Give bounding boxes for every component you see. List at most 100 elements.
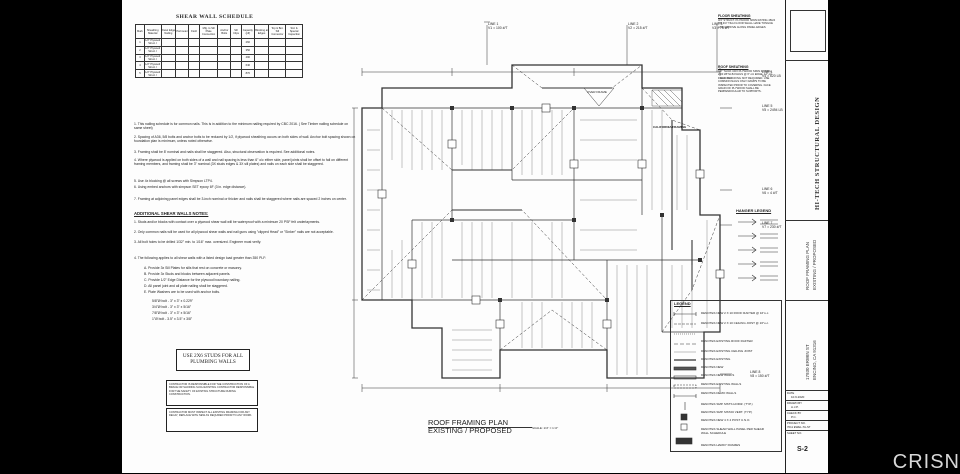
firm-logo-box: [790, 10, 826, 52]
schedule-cell: [188, 69, 200, 78]
schedule-mark: 4: [135, 61, 145, 71]
schedule-cell: [198, 53, 219, 63]
schedule-cell: [188, 38, 200, 47]
note-4: 4. Where plywood is applied on both side…: [134, 158, 349, 167]
note-3: 3. Framing shall be 8' nominal and nails…: [134, 150, 316, 154]
additional-note-3: 3. All bolt holes to be drilled 1/32" mi…: [134, 240, 262, 244]
date-value: 10.9.2020: [791, 395, 805, 399]
header-cell: Capacity (plf): [240, 24, 255, 39]
plan-scale: SCALE: 1/4" = 1'-0": [532, 426, 559, 430]
legend-item: DENOTES EXISTING WALLS: [701, 382, 742, 386]
schedule-material: 1/2" Plywood Struct. I: [143, 53, 162, 63]
legend-item: DENOTES HARDY FRAMES: [701, 443, 741, 447]
header-cell: Mfg. to Sill Plate Connection: [198, 24, 219, 39]
hanger-legend-title: HANGER LEGEND: [736, 208, 772, 213]
schedule-cell: [230, 53, 242, 63]
schedule-material: 1/2" Plywood Struct. I: [143, 38, 162, 47]
schedule-row: 2 1/2" Plywood Struct. I 350: [135, 45, 303, 55]
legend-item: DENOTES EXISTING ROOF RAFTER: [701, 339, 753, 343]
watermark-text: CRISN: [892, 451, 960, 473]
schedule-mark: 2: [135, 45, 145, 55]
title-block-border: [785, 0, 786, 473]
plumbing-note-box: USE 2X6 STUDS FOR ALL PLUMBING WALLS: [176, 349, 250, 371]
schedule-capacity: 260: [240, 38, 255, 47]
bolt-washer-1: 5/8"Ø bolt - 3" x 3" x 0.229": [152, 299, 194, 303]
line-5-label: LINE 5: [762, 104, 773, 108]
schedule-cell: [253, 38, 270, 47]
schedule-row: 4 1/2" Plywood Struct. I 640: [135, 61, 303, 71]
firm-name: HI-TECH STRUCTURAL DESIGN: [814, 96, 821, 210]
header-cell: Std. & Special Inspection: [285, 24, 303, 39]
schedule-mark: 1: [135, 38, 145, 47]
legend-box: [670, 300, 782, 452]
contractor-note-box-1: CONTRACTOR IS RESPONSIBLE FOR THE CONSTR…: [166, 380, 258, 406]
line-1-value: V1 = 100 #/T: [488, 26, 508, 30]
additional-note-4: 4. The following applies to all shear wa…: [134, 256, 267, 260]
additional-sub-c: C. Provide 1/2" Edge Distance for the pl…: [144, 278, 241, 282]
shear-wall-schedule-table: Mark Sheathing Material Panel Edge Naili…: [135, 24, 303, 78]
legend-item: DENOTES SMP. MSTA6 VERT. (TYP.): [701, 410, 753, 414]
schedule-cell: [268, 69, 287, 78]
schedule-row: 3 1/2" Plywood Struct. I 490: [135, 53, 303, 63]
legend-item: DENOTES NEW 2 X 10 CEILING JOIST @ 16"o.…: [701, 321, 769, 325]
plan-title: ROOF FRAMING PLAN: [428, 418, 509, 427]
additional-note-2: 2. Only common nails will be used for al…: [134, 230, 334, 234]
bolt-washer-4: 1"Ø bolt - 3.5" x 3.5" x 3/8": [152, 317, 193, 321]
schedule-cell: [175, 38, 190, 47]
line-2-value: V2 = 215 #/T: [628, 26, 648, 30]
header-cell: Blocking at Edges: [253, 24, 270, 39]
floor-sheathing-title: FLOOR SHEATHING: [718, 14, 751, 18]
schedule-material: 1/2" Plywood Struct. I: [143, 69, 162, 78]
header-cell: Perimeter: [175, 24, 190, 39]
bolt-washer-2: 3/4"Ø bolt - 3" x 3" x 5/16": [152, 305, 192, 309]
header-cell: Mark: [135, 24, 145, 39]
project-subtitle: EXISTING / PROPOSED: [812, 239, 817, 290]
divider: [785, 430, 828, 431]
additional-sub-e: E. Plate Washers are to be used with anc…: [144, 290, 221, 294]
schedule-cell: [160, 61, 177, 71]
schedule-cell: [188, 61, 200, 71]
divider: [785, 410, 828, 411]
note-6: 6. Using embed anchors with simpson SET …: [134, 185, 247, 189]
schedule-cell: [175, 53, 190, 63]
schedule-cell: [230, 61, 242, 71]
schedule-capacity: 490: [240, 53, 255, 63]
over-frame-label: OVER FRAME: [587, 90, 607, 94]
drawn-by-label: DRAWN BY: [787, 401, 802, 405]
check-by-value: P.C.: [791, 415, 797, 419]
schedule-capacity: 870: [240, 69, 255, 78]
drawing-sheet: SHEAR WALL SCHEDULE Mark Sheathing Mater…: [122, 0, 828, 473]
hanger-legend-symbols: [738, 218, 778, 282]
divider: [785, 300, 828, 301]
schedule-cell: [285, 69, 303, 78]
line-1-label: LINE 1: [488, 22, 499, 26]
roof-framing-plan-drawing: [352, 21, 732, 392]
legend-item: DENOTES SMP. MSTS HORIZ. (TYP.): [701, 402, 753, 406]
legend-item: DENOTES NEW WALLS: [701, 373, 735, 377]
sheet-no-label: SHEET NO.: [787, 431, 803, 435]
schedule-cell: [268, 61, 287, 71]
contractor-note-2: CONTRACTOR MUST INSPECT ALL EXISTING FRA…: [169, 411, 253, 418]
line-8-value: V8 = 150 #/T: [750, 374, 770, 378]
additional-notes-title: ADDITIONAL SHEAR WALLS NOTES:: [134, 211, 209, 216]
legend-item: DENOTES NEW: [701, 365, 724, 369]
legend-item: DENOTES DEMO WALLS: [701, 391, 737, 395]
drawn-by-value: A.J.P.: [791, 405, 799, 409]
schedule-cell: [230, 38, 242, 47]
line-6-label: LINE 6: [762, 187, 773, 191]
schedule-material: 1/2" Plywood Struct. I: [143, 45, 162, 55]
schedule-cell: [285, 38, 303, 47]
schedule-cell: [198, 38, 219, 47]
schedule-cell: [268, 53, 287, 63]
divider: [785, 220, 828, 221]
schedule-cell: [188, 45, 200, 55]
schedule-cell: [285, 61, 303, 71]
schedule-mark: 5: [135, 69, 145, 78]
plumbing-note: USE 2X6 STUDS FOR ALL PLUMBING WALLS: [182, 353, 244, 366]
project-no-label: PROJECT NO.: [787, 421, 806, 425]
title-block-info: DATE 10.9.2020 DRAWN BY A.J.P. CHECK BY …: [785, 390, 828, 473]
schedule-cell: [285, 45, 303, 55]
line-7-label: LINE 7: [762, 221, 773, 225]
header-cell: Field: [188, 24, 200, 39]
schedule-row: 1 1/2" Plywood Struct. I 260: [135, 38, 303, 47]
